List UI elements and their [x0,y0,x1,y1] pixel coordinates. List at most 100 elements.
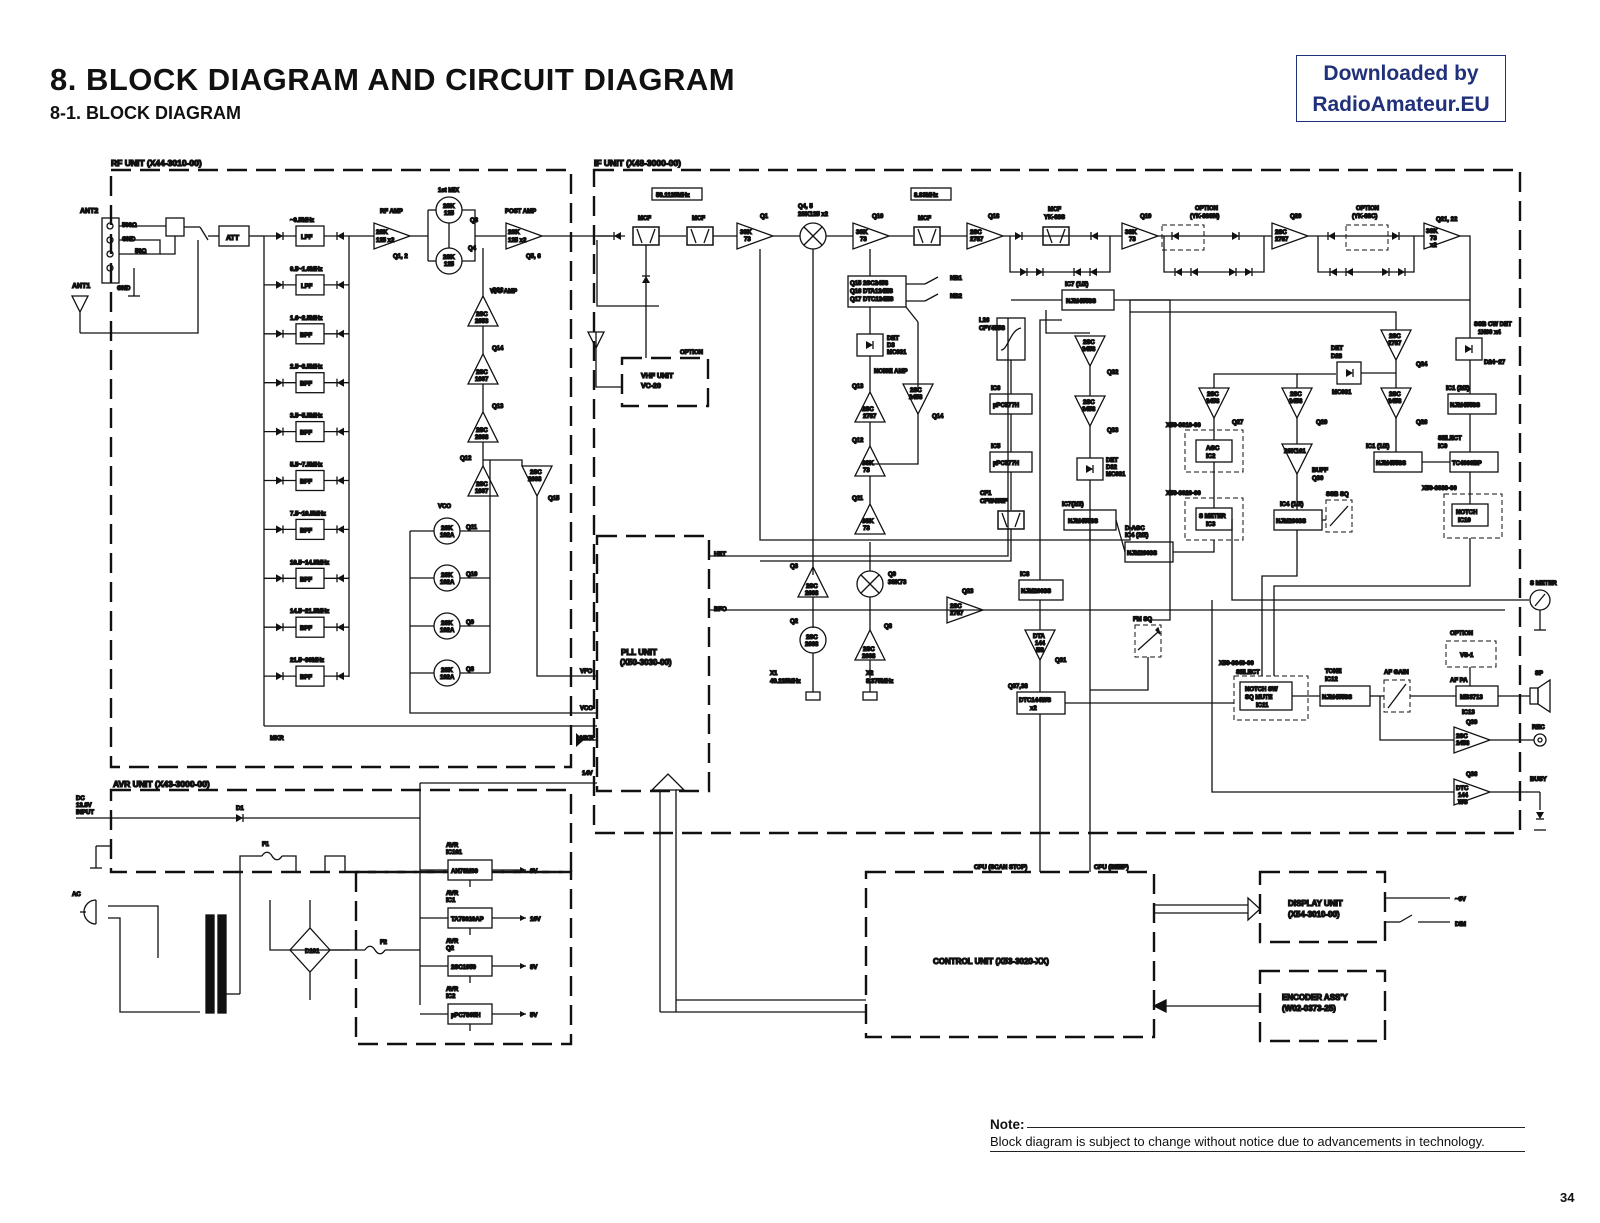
post-amp-triangle [505,222,544,250]
notch-ic: IC10 [1458,518,1471,524]
q32-triangle [1073,335,1107,368]
avr-unit: DC 13.8V INPUT D1 F1 AC D101 F2 AN78M09A… [71,783,541,1031]
buff-label: BUFF [1312,468,1328,474]
x59-3030-label: X59-3030-00 [1422,486,1457,492]
vhf-unit-code: VC-20 [641,383,661,390]
vco-dev-b-1: 192A [440,580,455,586]
avr-reg-head-b-1: IC1 [446,898,456,904]
d2427-label: D24~27 [1484,360,1506,366]
q24-label: Q24 [1416,362,1428,368]
ssbsq-box [1325,499,1353,533]
avr-top-border [109,788,573,874]
x59-3010-label: X59-3010-00 [1166,423,1201,429]
filter-box-3 [295,372,325,394]
rec-label: REC [1532,725,1545,731]
vfo-chain-dev-b-0: 2053 [475,319,489,325]
ic1-22-label: IC1 (2/2) [1446,386,1469,392]
avr-unit-label: AVR UNIT (X43-3000-00) [113,779,210,789]
q30-dev: 2SK161 [1284,449,1306,455]
vs1-option: OPTION [1450,631,1473,637]
select-ic9-2: IC9 [1438,444,1448,450]
if-q20-triangle [1271,222,1310,250]
q8-dev-1: 2SC [863,647,875,653]
ssbcw-label-2: 1N60 x4 [1478,330,1501,336]
vfo-chain-q-1: Q14 [492,346,504,352]
filter-box-9 [295,665,325,687]
if-q1-dev-1: 3SK [740,230,752,236]
cpu-beep-label: CPU (BEEP) [1094,865,1129,871]
q29-label: Q29 [1316,420,1328,426]
rec-jack-icon [1533,733,1547,747]
avr-reg-head-a-0: AVR [446,843,459,849]
if-unit: 58.1125MHz 8.83MHz MCF MCF Q1 3SK 73 Q4,… [586,187,1558,872]
vhf-unit-border [620,356,710,408]
pll-14v: 14V [582,771,593,777]
filter-band-6: 7.5~10.5MHz [290,511,326,517]
nb-line-3: Q17 DTC124ES [850,297,893,303]
if-q18-label: Q18 [988,214,1000,220]
filter-box-0 [295,225,325,247]
vfo-chain-dev-b-2: 2668 [475,435,489,441]
notch-sw-board [1233,675,1309,721]
q12-dev-a: 3SK [862,461,874,467]
q36-dev-3: WS [1458,800,1468,806]
x59-3020-label: X59-3020-00 [1166,491,1201,497]
det-d28-2: D28 [1331,354,1343,360]
display-6v: ~6V [1455,897,1466,903]
ant-switch-box [165,217,185,237]
if-q10-label: Q10 [872,214,884,220]
vco-dev-b-3: 192A [440,675,455,681]
avr-reg-out-2: 8V [530,965,537,971]
filter-box-4 [295,420,325,443]
dc-label-1: DC [76,796,85,802]
vco-dev-a-2: 2SK [441,621,453,627]
sp-label: SP [1535,671,1543,677]
opt2-label-1: OPTION [1356,206,1379,212]
pll-unit-code: (X50-3030-00) [620,658,672,667]
notch-sw-1: NOTCH SW [1245,687,1278,693]
filter-box-7 [295,567,325,589]
mix-q4-dev-2: 125 [444,262,455,268]
smeter-label: S METER [1530,581,1557,587]
q26-label: Q26 [1416,420,1428,426]
vco-dev-b-2: 192A [440,628,455,634]
rf-amp-triangle [373,222,412,250]
avr-reg-out-3: 5V [530,1013,537,1019]
l26-box [996,317,1026,361]
vhf-option-label: OPTION [680,350,703,356]
nb-line-2: Q16 DTA124ES [850,289,893,295]
filter-band-0: ~0.5MHz [290,218,314,224]
afgain-label: AF GAIN [1384,670,1409,676]
q27-dev-2: 2458 [1206,399,1220,405]
noise-amp-label: NOISE AMP [874,369,907,375]
filter-band-1: 0.5~1.6MHz [290,267,323,273]
vco-q-2: Q9 [466,620,475,626]
filter-box-8 [295,616,325,638]
q12-label: Q12 [852,438,864,444]
ic4-12-label: IC4 (1/2) [1280,502,1303,508]
if-q1-dev-2: 73 [744,237,751,243]
filter-type-4: BPF [300,431,312,437]
vhf-unit-label: VHF UNIT [641,373,674,380]
page-number: 34 [1560,1190,1575,1205]
q24-dev-1: 2SC [1389,334,1401,340]
vfo-chain-amp-0 [466,294,500,327]
q9-dev: 3SK73 [888,580,907,586]
filter-type-6: BPF [300,528,312,534]
tone-dev: NJM4558S [1322,695,1352,701]
q11-label: Q11 [852,496,864,502]
if-q20-label: Q20 [1290,214,1302,220]
q29-dev-1: 2SC [1290,392,1302,398]
q31-triangle [1023,629,1057,662]
vfo-chain-dev-a-0: 2SC [476,312,488,318]
afpa-dev: MB3713 [1460,695,1483,701]
q3-dev-2: 2668 [805,591,819,597]
pll-unit-label: PLL UNIT [621,648,657,657]
display-unit-code: (X54-3010-00) [1288,910,1340,919]
nb-box [847,275,907,308]
if-q1-triangle [736,222,775,250]
if-q18-dev-2: 2787 [970,237,984,243]
vco-dev-a-3: 2SK [441,668,453,674]
q30-triangle [1280,443,1314,476]
filter-box-1 [295,274,325,296]
